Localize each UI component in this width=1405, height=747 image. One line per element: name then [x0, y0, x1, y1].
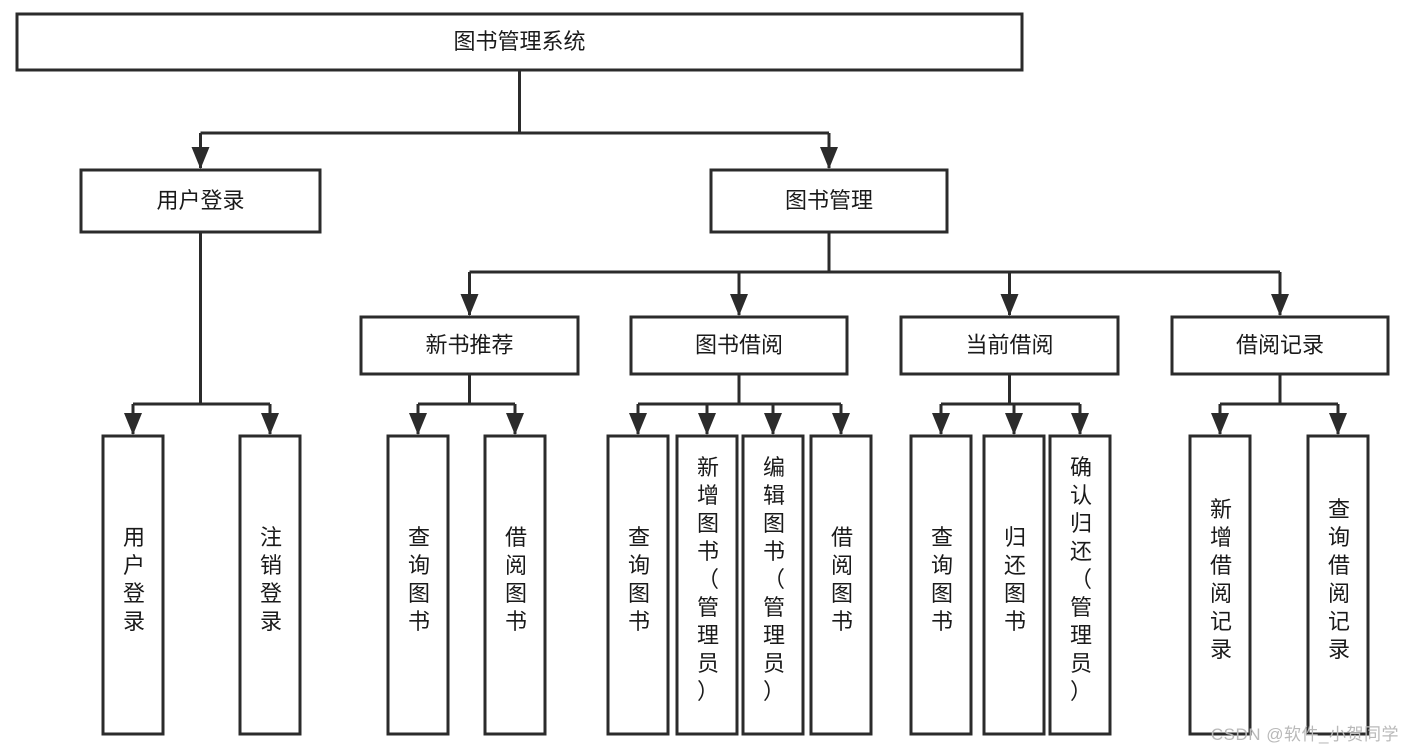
arrow-head-icon: [409, 413, 427, 435]
node-leaf-leaf-add-record-label: 新增借阅记录: [1210, 497, 1232, 662]
node-leaf-leaf-borrow-book-label: 借阅图书: [831, 525, 853, 634]
arrow-head-icon: [506, 413, 524, 435]
arrow-head-icon: [629, 413, 647, 435]
node-l3-borrow-record-label: 借阅记录: [1236, 332, 1324, 357]
arrow-head-icon: [832, 413, 850, 435]
node-leaf-leaf-borrow-book-new-label: 借阅图书: [505, 525, 527, 634]
arrow-head-icon: [261, 413, 279, 435]
node-leaf-leaf-user-login-box[interactable]: [101, 434, 165, 736]
connector-layer: [124, 70, 1347, 435]
node-leaf-leaf-add-record[interactable]: 新增借阅记录: [1188, 434, 1252, 736]
node-root-label: 图书管理系统: [453, 29, 585, 54]
node-l3-current-borrow[interactable]: 当前借阅: [899, 315, 1120, 376]
node-leaf-leaf-edit-book-admin-label: 编辑图书（管理员）: [763, 455, 785, 704]
node-leaf-leaf-logout-login-box[interactable]: [238, 434, 302, 736]
node-leaf-leaf-user-login-label: 用户登录: [123, 525, 145, 634]
node-l2-book-manage-label: 图书管理: [785, 188, 873, 213]
node-l3-book-borrow-label: 图书借阅: [695, 332, 783, 357]
node-l3-book-borrow[interactable]: 图书借阅: [629, 315, 849, 376]
node-leaf-leaf-return-book-label: 归还图书: [1004, 525, 1026, 634]
node-l3-new-book-recommend-label: 新书推荐: [425, 332, 513, 357]
node-leaf-leaf-query-book-new-label: 查询图书: [408, 525, 430, 634]
arrow-head-icon: [1000, 294, 1019, 316]
node-l3-new-book-recommend-box[interactable]: [359, 315, 580, 376]
node-leaf-leaf-add-book-admin-label: 新增图书（管理员）: [697, 455, 719, 704]
node-leaf-leaf-borrow-book-box[interactable]: [809, 434, 873, 736]
node-leaf-leaf-query-record-label: 查询借阅记录: [1328, 497, 1350, 662]
node-leaf-leaf-borrow-book-new-box[interactable]: [483, 434, 547, 736]
arrow-head-icon: [1071, 413, 1089, 435]
node-leaf-leaf-query-book-new[interactable]: 查询图书: [386, 434, 450, 736]
node-leaf-leaf-return-book[interactable]: 归还图书: [982, 434, 1046, 736]
arrow-head-icon: [730, 294, 748, 316]
node-root[interactable]: 图书管理系统: [15, 12, 1024, 72]
node-l2-book-manage[interactable]: 图书管理: [709, 168, 949, 234]
arrow-head-icon: [191, 147, 210, 169]
node-leaf-leaf-query-record[interactable]: 查询借阅记录: [1306, 434, 1370, 736]
node-leaf-leaf-edit-book-admin[interactable]: 编辑图书（管理员）: [741, 434, 805, 736]
node-leaf-leaf-query-book-borrow-label: 查询图书: [628, 525, 650, 634]
node-l2-book-manage-box[interactable]: [709, 168, 949, 234]
arrow-head-icon: [460, 294, 479, 316]
node-leaf-leaf-edit-book-admin-box[interactable]: [741, 434, 805, 736]
arrow-head-icon: [698, 413, 716, 435]
node-leaf-leaf-query-book-borrow[interactable]: 查询图书: [606, 434, 670, 736]
node-l3-book-borrow-box[interactable]: [629, 315, 849, 376]
node-leaf-leaf-borrow-book-new[interactable]: 借阅图书: [483, 434, 547, 736]
node-l2-user-login-label: 用户登录: [156, 188, 244, 213]
arrow-head-icon: [1005, 413, 1023, 435]
node-leaf-leaf-user-login[interactable]: 用户登录: [101, 434, 165, 736]
arrow-head-icon: [1211, 413, 1229, 435]
node-l3-current-borrow-box[interactable]: [899, 315, 1120, 376]
node-l2-user-login[interactable]: 用户登录: [79, 168, 322, 234]
node-leaf-leaf-add-book-admin[interactable]: 新增图书（管理员）: [675, 434, 739, 736]
node-root-box[interactable]: [15, 12, 1024, 72]
node-leaf-leaf-logout-login-label: 注销登录: [260, 525, 282, 634]
node-leaf-leaf-query-book-current[interactable]: 查询图书: [909, 434, 973, 736]
node-leaf-leaf-query-record-box[interactable]: [1306, 434, 1370, 736]
arrow-head-icon: [932, 413, 950, 435]
node-l3-borrow-record-box[interactable]: [1170, 315, 1390, 376]
node-layer: 图书管理系统用户登录图书管理新书推荐图书借阅当前借阅借阅记录用户登录注销登录查询…: [15, 12, 1390, 736]
arrow-head-icon: [820, 147, 838, 169]
node-l3-borrow-record[interactable]: 借阅记录: [1170, 315, 1390, 376]
node-leaf-leaf-return-book-box[interactable]: [982, 434, 1046, 736]
arrow-head-icon: [1329, 413, 1347, 435]
node-leaf-leaf-add-book-admin-box[interactable]: [675, 434, 739, 736]
arrow-head-icon: [124, 413, 142, 435]
node-leaf-leaf-add-record-box[interactable]: [1188, 434, 1252, 736]
arrow-head-icon: [764, 413, 782, 435]
node-leaf-leaf-borrow-book[interactable]: 借阅图书: [809, 434, 873, 736]
node-leaf-leaf-logout-login[interactable]: 注销登录: [238, 434, 302, 736]
node-leaf-leaf-confirm-return-admin-label: 确认归还（管理员）: [1070, 455, 1092, 704]
node-l3-new-book-recommend[interactable]: 新书推荐: [359, 315, 580, 376]
node-leaf-leaf-query-book-borrow-box[interactable]: [606, 434, 670, 736]
node-leaf-leaf-query-book-current-label: 查询图书: [931, 525, 953, 634]
node-l3-current-borrow-label: 当前借阅: [965, 332, 1053, 357]
arrow-head-icon: [1271, 294, 1289, 316]
node-l2-user-login-box[interactable]: [79, 168, 322, 234]
watermark-text: CSDN @软件_小贺同学: [1210, 725, 1399, 744]
node-leaf-leaf-confirm-return-admin-box[interactable]: [1048, 434, 1112, 736]
node-leaf-leaf-confirm-return-admin[interactable]: 确认归还（管理员）: [1048, 434, 1112, 736]
node-leaf-leaf-query-book-current-box[interactable]: [909, 434, 973, 736]
node-leaf-leaf-query-book-new-box[interactable]: [386, 434, 450, 736]
